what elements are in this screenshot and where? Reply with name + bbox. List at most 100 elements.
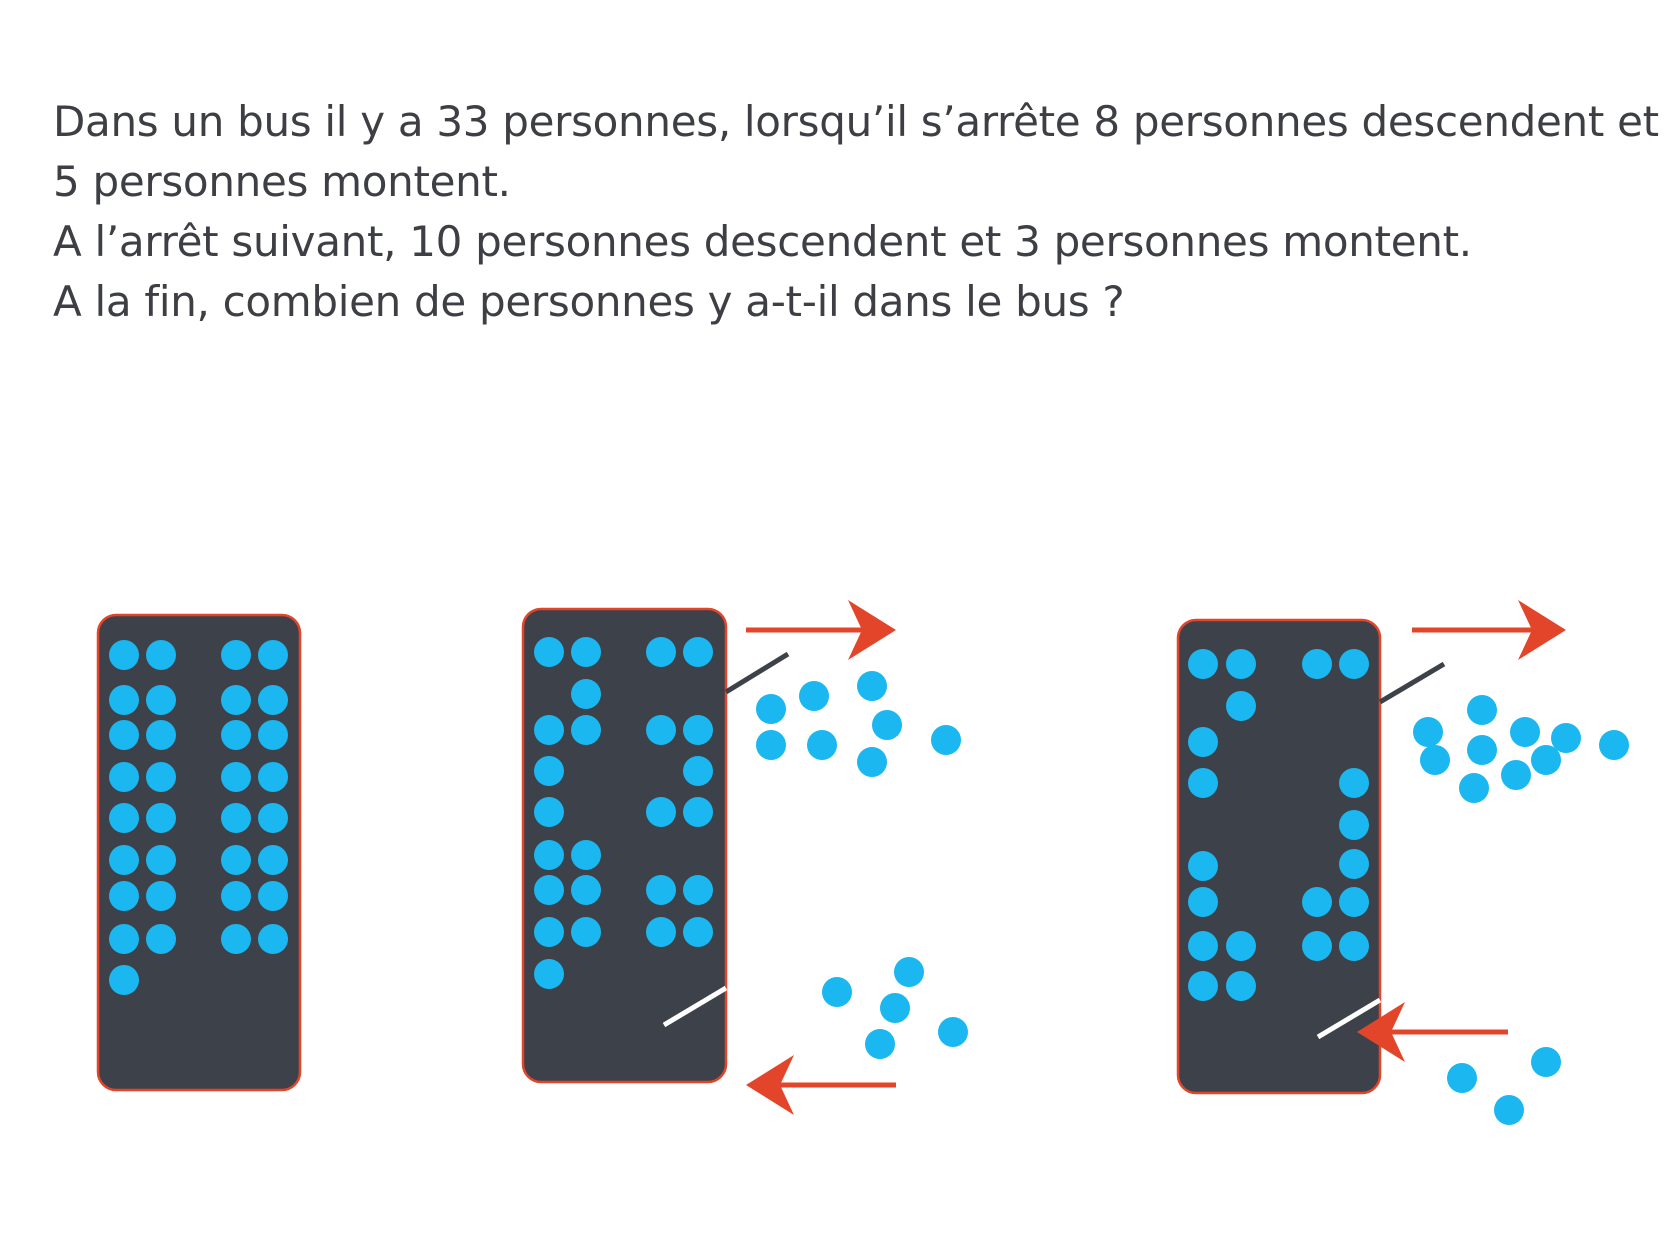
person-dot-icon <box>534 840 564 870</box>
person-dot-icon <box>683 917 713 947</box>
person-dot-icon <box>534 637 564 667</box>
person-dot-icon <box>822 977 852 1007</box>
person-dot-icon <box>931 725 961 755</box>
person-dot-icon <box>807 730 837 760</box>
person-dot-icon <box>1302 649 1332 679</box>
person-dot-icon <box>221 762 251 792</box>
person-dot-icon <box>799 681 829 711</box>
person-dot-icon <box>1188 887 1218 917</box>
person-dot-icon <box>258 881 288 911</box>
person-dot-icon <box>221 640 251 670</box>
person-dot-icon <box>1339 810 1369 840</box>
person-dot-icon <box>109 845 139 875</box>
person-dot-icon <box>258 845 288 875</box>
person-dot-icon <box>857 747 887 777</box>
person-dot-icon <box>534 715 564 745</box>
person-dot-icon <box>646 715 676 745</box>
person-dot-icon <box>109 762 139 792</box>
person-dot-icon <box>221 881 251 911</box>
person-dot-icon <box>109 685 139 715</box>
person-dot-icon <box>146 924 176 954</box>
person-dot-icon <box>1413 717 1443 747</box>
person-dot-icon <box>146 845 176 875</box>
person-dot-icon <box>756 730 786 760</box>
person-dot-icon <box>146 881 176 911</box>
person-dot-icon <box>109 720 139 750</box>
person-dot-icon <box>1420 745 1450 775</box>
person-dot-icon <box>109 803 139 833</box>
exit-door <box>1378 661 1446 705</box>
problem-line-2: 5 personnes montent. <box>53 157 511 206</box>
person-dot-icon <box>1339 649 1369 679</box>
person-dot-icon <box>1510 717 1540 747</box>
person-dot-icon <box>534 797 564 827</box>
person-dot-icon <box>1226 931 1256 961</box>
person-dot-icon <box>1188 649 1218 679</box>
person-dot-icon <box>258 640 288 670</box>
person-dot-icon <box>109 640 139 670</box>
bus-3 <box>1176 618 1382 1095</box>
person-dot-icon <box>221 720 251 750</box>
person-dot-icon <box>872 710 902 740</box>
person-dot-icon <box>756 694 786 724</box>
person-dot-icon <box>534 917 564 947</box>
person-dot-icon <box>1531 745 1561 775</box>
person-dot-icon <box>894 957 924 987</box>
person-dot-icon <box>1188 768 1218 798</box>
person-dot-icon <box>571 875 601 905</box>
person-dot-icon <box>1467 735 1497 765</box>
person-dot-icon <box>534 756 564 786</box>
person-dot-icon <box>646 875 676 905</box>
person-dot-icon <box>221 803 251 833</box>
person-dot-icon <box>1226 649 1256 679</box>
person-dot-icon <box>1339 931 1369 961</box>
person-dot-icon <box>221 845 251 875</box>
arrow-right-icon <box>1412 600 1566 660</box>
person-dot-icon <box>1339 768 1369 798</box>
arrow-head <box>1357 1002 1405 1062</box>
person-dot-icon <box>683 756 713 786</box>
person-dot-icon <box>865 1029 895 1059</box>
person-dot-icon <box>109 965 139 995</box>
person-dot-icon <box>1447 1063 1477 1093</box>
person-dot-icon <box>571 917 601 947</box>
person-dot-icon <box>258 720 288 750</box>
person-dot-icon <box>146 803 176 833</box>
problem-statement: Dans un bus il y a 33 personnes, lorsqu’… <box>53 92 1659 332</box>
person-dot-icon <box>1188 851 1218 881</box>
arrow-right-icon <box>746 600 896 660</box>
person-dot-icon <box>938 1017 968 1047</box>
person-dot-icon <box>258 685 288 715</box>
exit-door <box>724 651 790 695</box>
person-dot-icon <box>646 637 676 667</box>
arrow-left-icon <box>746 1055 896 1115</box>
person-dot-icon <box>571 637 601 667</box>
person-dot-icon <box>258 803 288 833</box>
person-dot-icon <box>683 875 713 905</box>
person-dot-icon <box>1226 971 1256 1001</box>
arrow-head <box>1518 600 1566 660</box>
problem-line-1: Dans un bus il y a 33 personnes, lorsqu’… <box>53 97 1659 146</box>
person-dot-icon <box>258 924 288 954</box>
person-dot-icon <box>1501 760 1531 790</box>
person-dot-icon <box>1494 1095 1524 1125</box>
person-dot-icon <box>534 959 564 989</box>
person-dot-icon <box>1551 723 1581 753</box>
arrow-left-icon <box>1357 1002 1508 1062</box>
person-dot-icon <box>146 762 176 792</box>
person-dot-icon <box>571 679 601 709</box>
person-dot-icon <box>1188 931 1218 961</box>
person-dot-icon <box>221 924 251 954</box>
person-dot-icon <box>571 840 601 870</box>
person-dot-icon <box>1339 887 1369 917</box>
person-dot-icon <box>534 875 564 905</box>
person-dot-icon <box>1302 887 1332 917</box>
person-dot-icon <box>857 671 887 701</box>
person-dot-icon <box>683 637 713 667</box>
person-dot-icon <box>1339 849 1369 879</box>
person-dot-icon <box>1531 1047 1561 1077</box>
entry-door <box>662 985 728 1028</box>
person-dot-icon <box>683 715 713 745</box>
arrow-head <box>848 600 896 660</box>
